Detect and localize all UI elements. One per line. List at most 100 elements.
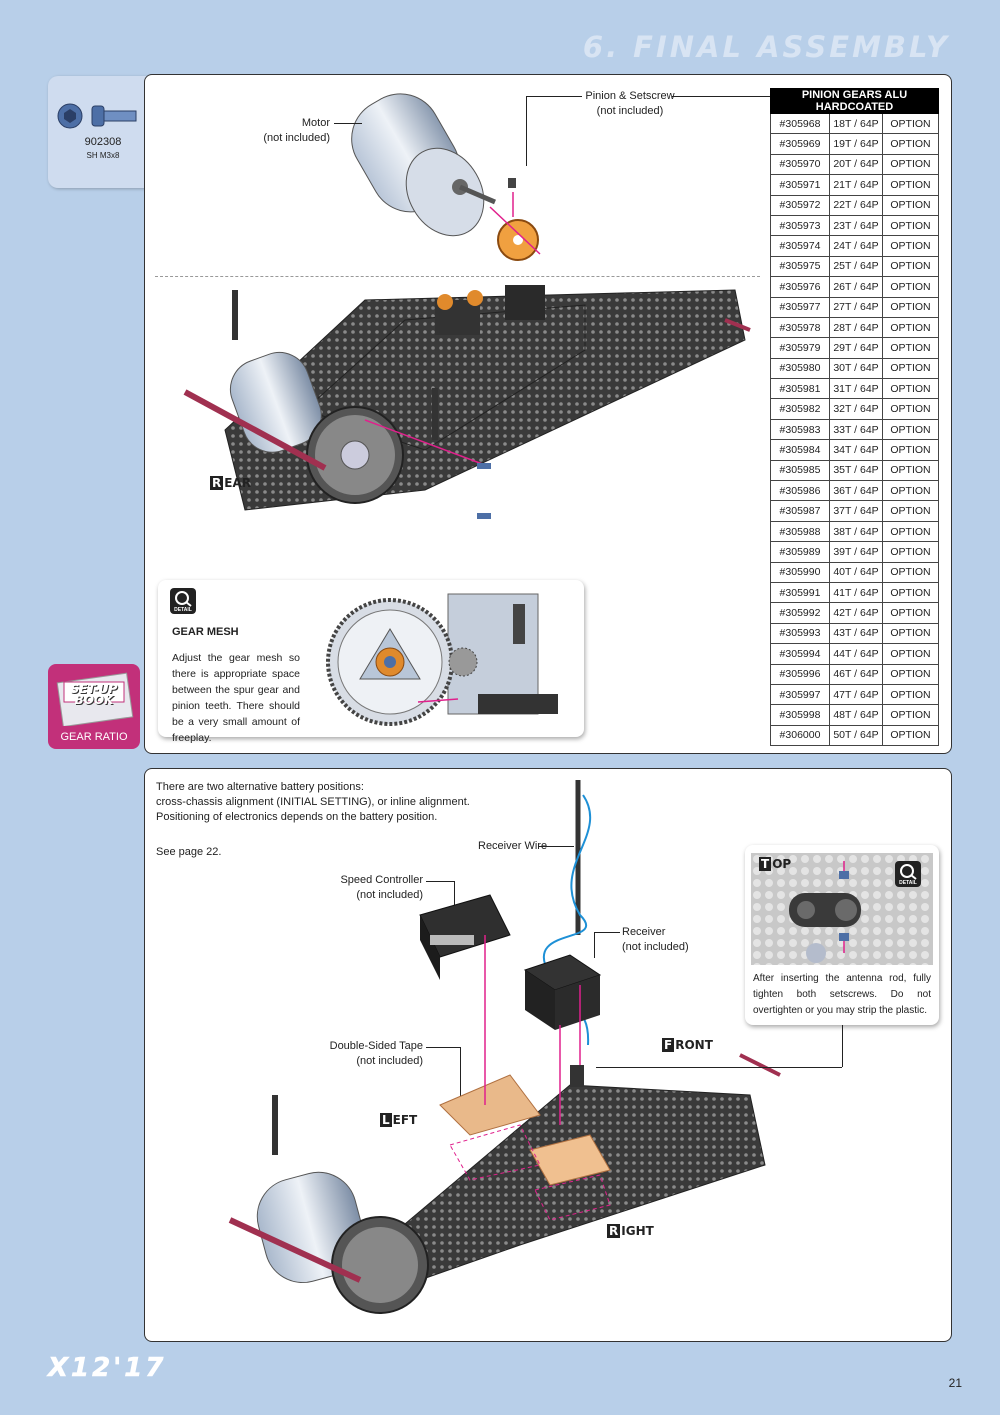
antenna-mount — [570, 1065, 584, 1087]
option-cell: OPTION — [882, 581, 939, 604]
part-number-cell: #305990 — [770, 561, 830, 583]
tooth-count-cell: 34T / 64P — [829, 439, 883, 461]
tooth-count-cell: 41T / 64P — [829, 581, 883, 604]
part-number-cell: #305991 — [770, 581, 830, 604]
tooth-count-cell: 29T / 64P — [829, 337, 883, 359]
tooth-count-cell: 38T / 64P — [829, 520, 883, 543]
part-number-cell: #305982 — [770, 398, 830, 420]
option-cell: OPTION — [882, 622, 939, 645]
gear-mesh-text: Adjust the gear mesh so there is appropr… — [172, 652, 300, 744]
tooth-count-cell: 42T / 64P — [829, 602, 883, 624]
part-number-cell: #305994 — [770, 643, 830, 665]
tooth-count-cell: 32T / 64P — [829, 398, 883, 420]
part-number-cell: #305984 — [770, 439, 830, 461]
page-number: 21 — [948, 1376, 962, 1390]
part-number-cell: #305985 — [770, 459, 830, 482]
option-cell: OPTION — [882, 704, 939, 726]
tooth-count-cell: 40T / 64P — [829, 561, 883, 583]
part-number-cell: #305996 — [770, 663, 830, 685]
option-cell: OPTION — [882, 112, 939, 135]
tooth-count-cell: 31T / 64P — [829, 378, 883, 400]
option-cell: OPTION — [882, 337, 939, 359]
option-cell: OPTION — [882, 520, 939, 543]
see-page-text: See page 22. — [156, 846, 222, 858]
option-cell: OPTION — [882, 194, 939, 216]
gear-mesh-illustration — [326, 593, 558, 726]
part-number-cell: #305998 — [770, 704, 830, 726]
part-number-cell: #305989 — [770, 541, 830, 563]
option-cell: OPTION — [882, 133, 939, 155]
electronics-chassis-illustration — [228, 780, 781, 1314]
part-number-cell: #306000 — [770, 724, 830, 747]
tooth-count-cell: 20T / 64P — [829, 153, 883, 176]
receiver-label: Receiver (not included) — [622, 926, 689, 953]
option-cell: OPTION — [882, 500, 939, 522]
setup-book-icon — [56, 672, 134, 726]
tape-right-icon — [529, 1134, 611, 1186]
tape-left-icon — [439, 1074, 541, 1136]
part-number-cell: #305981 — [770, 378, 830, 400]
option-cell: OPTION — [882, 541, 939, 563]
option-cell: OPTION — [882, 255, 939, 278]
tooth-count-cell: 23T / 64P — [829, 214, 883, 237]
part-number-cell: #305971 — [770, 174, 830, 196]
part-number-cell: #305980 — [770, 357, 830, 380]
screw-callout: 902308 SH M3x8 — [48, 76, 158, 188]
part-number-cell: #305988 — [770, 520, 830, 543]
tooth-count-cell: 35T / 64P — [829, 459, 883, 482]
part-number-cell: #305976 — [770, 276, 830, 298]
chassis-illustration-rear — [183, 285, 751, 519]
option-cell: OPTION — [882, 418, 939, 441]
battery-intro-text: There are two alternative battery positi… — [156, 781, 470, 823]
tooth-count-cell: 19T / 64P — [829, 133, 883, 155]
tape-label: Double-Sided Tape (not included) — [329, 1040, 423, 1067]
option-cell: OPTION — [882, 724, 939, 747]
speed-controller-label: Speed Controller (not included) — [340, 874, 423, 901]
part-number-cell: #305968 — [770, 112, 830, 135]
tooth-count-cell: 22T / 64P — [829, 194, 883, 216]
part-number-cell: #305993 — [770, 622, 830, 645]
option-cell: OPTION — [882, 296, 939, 318]
gear-ratio-label: GEAR RATIO — [60, 731, 128, 743]
tooth-count-cell: 27T / 64P — [829, 296, 883, 318]
setup-book-title: SET-UP BOOK — [70, 682, 118, 707]
motor-illustration — [351, 93, 541, 261]
tooth-count-cell: 21T / 64P — [829, 174, 883, 196]
option-cell: OPTION — [882, 561, 939, 583]
option-cell: OPTION — [882, 153, 939, 176]
option-cell: OPTION — [882, 235, 939, 257]
divider — [155, 276, 760, 277]
screw-size: SH M3x8 — [86, 151, 120, 160]
option-cell: OPTION — [882, 316, 939, 339]
part-number-cell: #305979 — [770, 337, 830, 359]
tooth-count-cell: 44T / 64P — [829, 643, 883, 665]
option-cell: OPTION — [882, 174, 939, 196]
tooth-count-cell: 43T / 64P — [829, 622, 883, 645]
detail-magnify-icon — [895, 861, 921, 887]
tooth-count-cell: 39T / 64P — [829, 541, 883, 563]
gear-mesh-detail-box: DETAIL GEAR MESH Adjust the gear mesh so… — [158, 580, 584, 744]
tooth-count-cell: 18T / 64P — [829, 112, 883, 135]
option-cell: OPTION — [882, 357, 939, 380]
part-number-cell: #305973 — [770, 214, 830, 237]
tooth-count-cell: 28T / 64P — [829, 316, 883, 339]
